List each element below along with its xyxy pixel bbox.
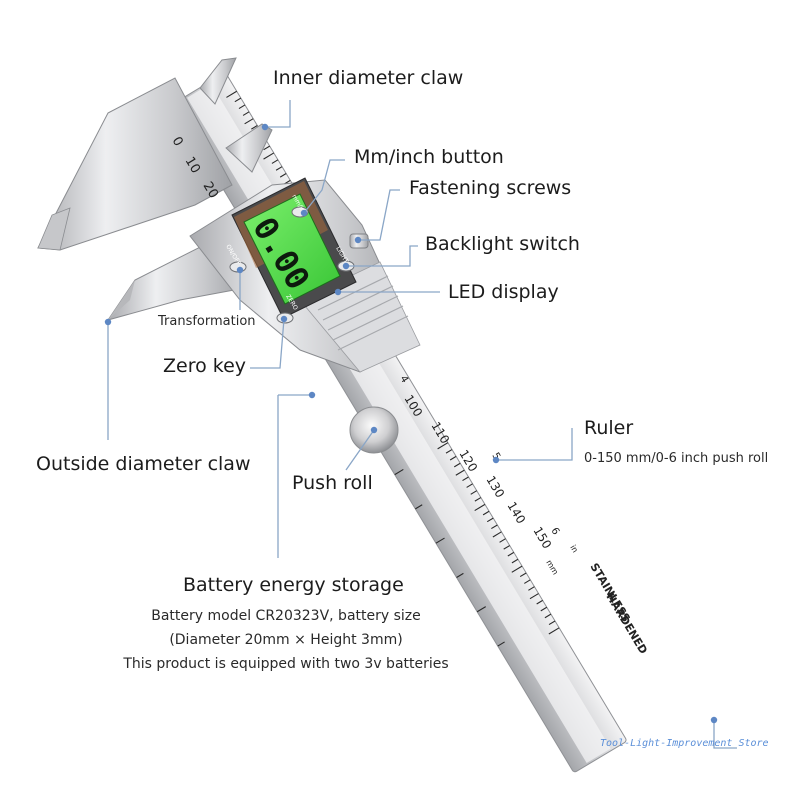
- inch-5: 5: [489, 451, 502, 462]
- scale-20: 20: [200, 179, 221, 201]
- label-fastening-screws: Fastening screws: [409, 177, 572, 199]
- label-backlight-switch: Backlight switch: [425, 233, 580, 255]
- engraving-hardened: HARDENED: [603, 591, 650, 657]
- unit-in: in: [568, 543, 579, 554]
- slider-body: [189, 177, 421, 454]
- scale-10: 10: [182, 154, 203, 176]
- inch-4: 4: [397, 374, 410, 385]
- label-battery-energy-storage: Battery energy storage: [183, 574, 404, 596]
- battery-line-2: (Diameter 20mm × Height 3mm): [169, 632, 403, 648]
- battery-line-1: Battery model CR20323V, battery size: [151, 608, 421, 624]
- label-outside-diameter-claw: Outside diameter claw: [36, 453, 251, 475]
- label-ruler: Ruler: [584, 417, 634, 439]
- label-led-display: LED display: [448, 281, 559, 303]
- inner-jaw: [199, 57, 273, 173]
- store-watermark: Tool-Light-Improvement Store: [600, 738, 769, 749]
- scale-150: 150: [530, 524, 554, 551]
- label-inner-diameter-claw: Inner diameter claw: [273, 67, 464, 89]
- label-zero-key: Zero key: [163, 355, 247, 377]
- scale-140: 140: [504, 499, 528, 526]
- battery-line-3: This product is equipped with two 3v bat…: [123, 656, 449, 672]
- unit-mm: mm: [544, 558, 560, 576]
- label-mm-inch-button: Mm/inch button: [354, 146, 504, 168]
- scale-130: 130: [483, 473, 507, 500]
- label-ruler-range: 0-150 mm/0-6 inch push roll: [584, 451, 769, 466]
- label-push-roll: Push roll: [292, 472, 373, 494]
- inch-6: 6: [548, 526, 561, 537]
- leader-lines: [107, 100, 737, 749]
- lcd-screen: [243, 193, 341, 305]
- leader-dots: [104, 123, 718, 724]
- battery-description: Battery model CR20323V, battery size (Di…: [76, 604, 496, 676]
- label-transformation: Transformation: [158, 314, 256, 329]
